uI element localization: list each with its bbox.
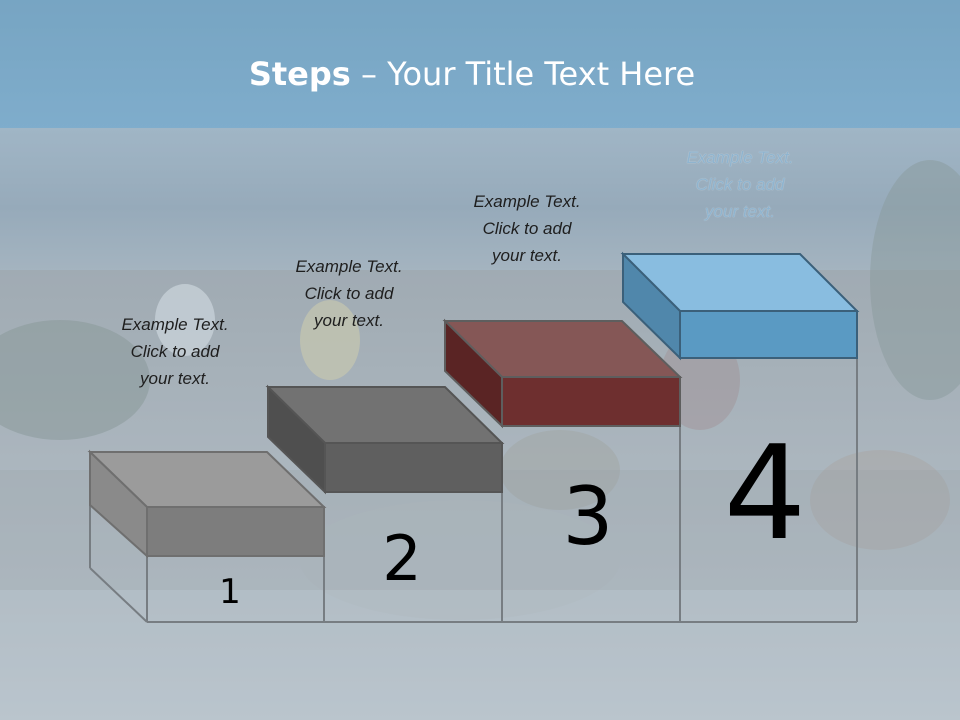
step-block-3[interactable] [442, 318, 683, 429]
caption-line: your text. [140, 369, 210, 388]
title-bold: Steps [248, 55, 351, 93]
step-number-2: 2 [382, 522, 422, 595]
steps-outline [89, 357, 858, 623]
step-caption-1[interactable]: Example Text. Click to add your text. [95, 311, 255, 392]
caption-line: Click to add [482, 219, 572, 238]
step-caption-2[interactable]: Example Text. Click to add your text. [269, 253, 429, 334]
caption-line: your text. [314, 311, 384, 330]
step-number-3: 3 [562, 470, 614, 563]
step-block-2[interactable] [265, 384, 505, 495]
step-number-1: 1 [219, 572, 241, 612]
step-caption-4[interactable]: Example Text. Click to add your text. [660, 144, 820, 225]
step-number-4: 4 [723, 417, 807, 569]
step-caption-3[interactable]: Example Text. Click to add your text. [447, 188, 607, 269]
caption-line: Example Text. [121, 315, 229, 334]
step-block-1[interactable] [87, 449, 327, 559]
title-rest: – Your Title Text Here [350, 55, 696, 93]
caption-line: your text. [705, 202, 775, 221]
caption-line: Example Text. [686, 148, 794, 167]
step-block-4[interactable] [620, 251, 860, 361]
caption-line: Example Text. [473, 192, 581, 211]
caption-line: Example Text. [295, 257, 403, 276]
caption-line: Click to add [304, 284, 394, 303]
caption-line: Click to add [695, 175, 785, 194]
caption-line: Click to add [130, 342, 220, 361]
caption-line: your text. [492, 246, 562, 265]
slide-title[interactable]: Steps – Your Title Text Here [0, 52, 944, 96]
